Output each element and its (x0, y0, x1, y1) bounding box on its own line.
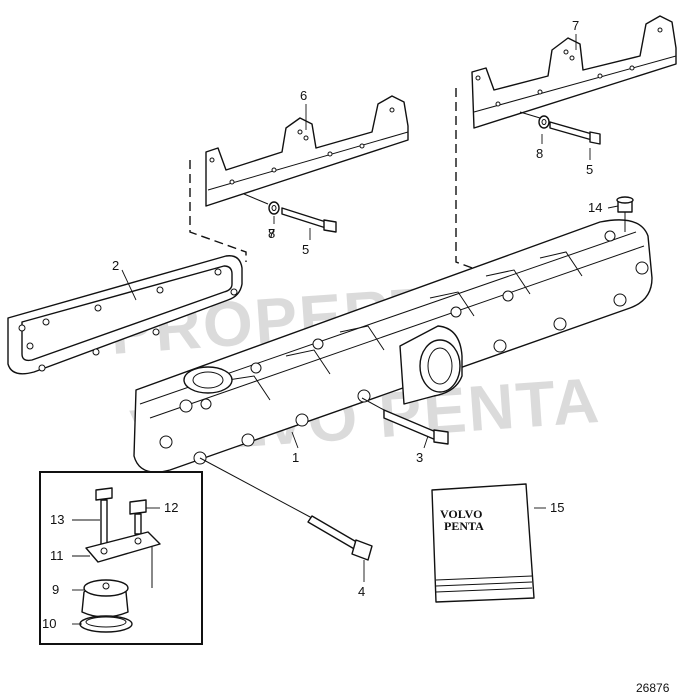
callout-14: 14 (588, 200, 602, 215)
callout-8-upper: 8 (536, 146, 543, 161)
leader-lines (72, 34, 619, 625)
drawing-number: 26876 (636, 681, 670, 695)
instruction-manual-15: VOLVO PENTA (431, 483, 535, 603)
manual-brand-line-2: PENTA (444, 519, 484, 533)
callout-2: 2 (112, 258, 119, 273)
callout-12: 12 (164, 500, 178, 515)
washer-8-upper (538, 115, 550, 129)
manual-brand-line-1: VOLVO (440, 507, 482, 521)
callout-7-overlay: 7 (268, 226, 275, 241)
callout-5-lower: 5 (302, 242, 309, 257)
heat-shield-bracket-7 (471, 15, 677, 129)
detail-inset (39, 471, 203, 645)
callout-13: 13 (50, 512, 64, 527)
washer-8-lower (268, 201, 280, 215)
callout-9: 9 (52, 582, 59, 597)
callout-15: 15 (550, 500, 564, 515)
bolt-5-lower (243, 193, 337, 233)
bolt-3 (361, 397, 449, 445)
bolt-4 (199, 457, 373, 561)
callout-10: 10 (42, 616, 56, 631)
callout-4: 4 (358, 584, 365, 599)
callout-8-lower: 8 (268, 226, 275, 241)
bolt-5-upper (519, 111, 601, 145)
callout-11: 11 (50, 548, 64, 563)
plug-14 (616, 196, 634, 232)
callout-6: 6 (300, 88, 307, 103)
alignment-line-left (189, 160, 247, 262)
heat-shield-bracket-6 (205, 95, 409, 207)
callout-1: 1 (292, 450, 299, 465)
gasket-2 (7, 255, 243, 375)
callout-5-upper: 5 (586, 162, 593, 177)
callout-7: 7 (572, 18, 579, 33)
exhaust-manifold-1 (133, 219, 653, 473)
callout-3: 3 (416, 450, 423, 465)
callouts: 1 2 3 4 5 5 6 7 7 8 8 9 10 11 12 13 14 1… (42, 18, 602, 631)
